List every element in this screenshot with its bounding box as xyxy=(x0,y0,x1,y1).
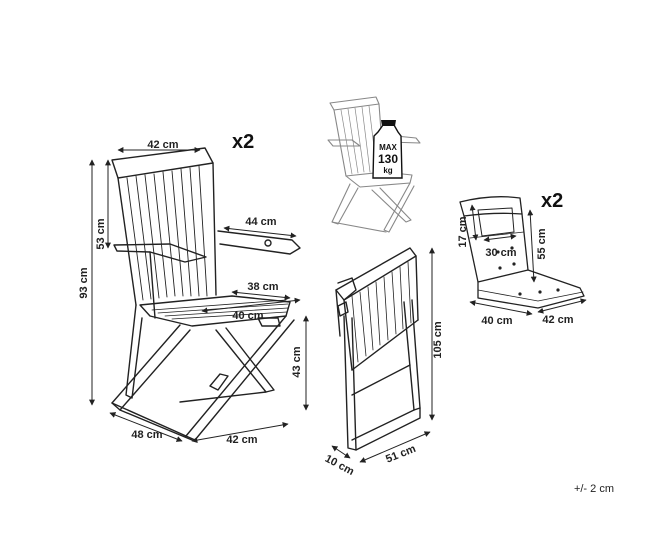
dim-cushion-headrest-width: 30 cm xyxy=(485,247,516,259)
tolerance-note: +/- 2 cm xyxy=(574,483,614,495)
dim-seat-width: 40 cm xyxy=(232,310,263,322)
dim-cushion-headrest-height: 17 cm xyxy=(457,216,469,247)
dim-base-width: 42 cm xyxy=(226,434,257,446)
dim-armrest-length: 44 cm xyxy=(245,216,276,228)
dim-folded-thickness: 10 cm xyxy=(323,453,356,478)
dim-base-depth: 48 cm xyxy=(131,429,162,441)
cushion-quantity: x2 xyxy=(541,190,563,212)
cushion-dimension-labels: 17 cm 30 cm 55 cm 40 cm 42 cm xyxy=(457,216,574,327)
folded-chair-dimension-lines xyxy=(331,247,435,463)
cushion-drawing xyxy=(459,196,585,309)
load-badge-unit: kg xyxy=(383,166,392,175)
cushion-dimension-lines xyxy=(469,204,587,316)
dim-folded-length: 51 cm xyxy=(384,443,418,466)
dim-cushion-length: 55 cm xyxy=(536,228,548,259)
dim-folded-height: 105 cm xyxy=(432,321,444,359)
weight-bag-icon xyxy=(372,124,403,179)
dim-cushion-depth: 40 cm xyxy=(481,315,512,327)
main-chair-dimension-lines xyxy=(89,147,309,444)
main-chair-drawing xyxy=(111,147,301,441)
folded-chair-drawing xyxy=(335,247,421,451)
dim-seat-height: 43 cm xyxy=(291,346,303,377)
dim-width-top: 42 cm xyxy=(147,139,178,151)
main-chair-dimension-labels: 42 cm 53 cm 93 cm 44 cm 38 cm 40 cm 43 c… xyxy=(78,139,303,446)
folded-chair-dimension-labels: 105 cm 10 cm 51 cm xyxy=(323,321,444,478)
load-badge-label: MAX xyxy=(379,143,397,152)
main-chair-quantity: x2 xyxy=(232,131,254,153)
dim-backrest-height: 53 cm xyxy=(95,218,107,249)
dim-seat-depth: 38 cm xyxy=(247,281,278,293)
dim-total-height: 93 cm xyxy=(78,267,90,298)
load-badge-value: 130 xyxy=(378,152,398,166)
load-badge: MAX 130 kg xyxy=(372,120,403,179)
dim-cushion-width: 42 cm xyxy=(542,314,573,326)
